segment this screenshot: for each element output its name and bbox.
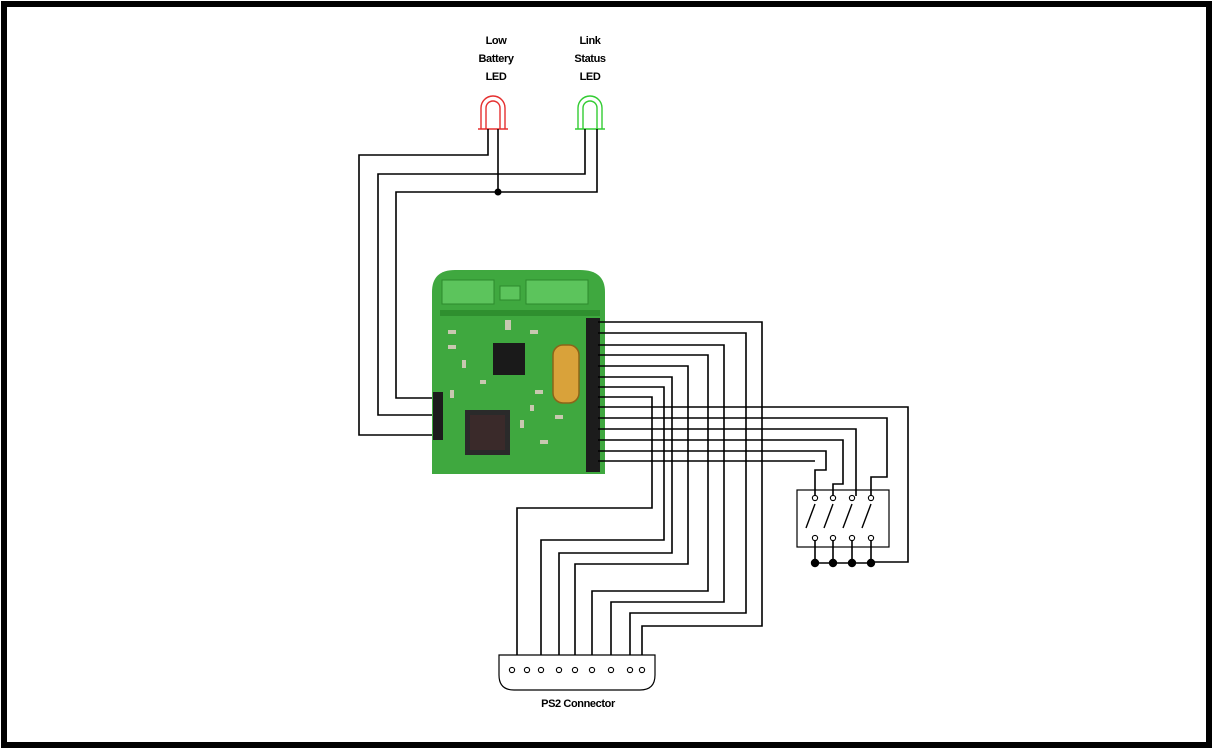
module-left-pins	[433, 392, 443, 440]
link-status-led-icon	[575, 95, 605, 130]
radio-module-pcb-icon	[432, 270, 605, 474]
link-status-label-line-3: LED	[580, 71, 601, 83]
crystal-oscillator	[552, 344, 580, 404]
ps2-connector-label: PS2 Connector	[541, 698, 616, 710]
junction-dot	[494, 188, 502, 196]
link-status-led-label: Link Status LED	[574, 35, 606, 83]
low-battery-label-line-2: Battery	[478, 53, 514, 65]
low-battery-label-line-3: LED	[486, 71, 507, 83]
low-battery-label-line-1: Low	[486, 35, 508, 47]
ps2-connector-wires	[516, 321, 763, 670]
rf-chip	[493, 343, 525, 375]
led-wires	[358, 129, 598, 436]
link-status-label-line-2: Status	[574, 53, 606, 65]
dip-switch-wires	[598, 406, 909, 563]
low-battery-led-icon	[478, 95, 508, 130]
low-battery-led-label: Low Battery LED	[478, 35, 515, 83]
ps2-connector-icon	[498, 654, 656, 691]
link-status-label-line-1: Link	[579, 35, 601, 47]
module-pin-header	[586, 318, 600, 472]
dip-switch-icon	[796, 489, 890, 568]
